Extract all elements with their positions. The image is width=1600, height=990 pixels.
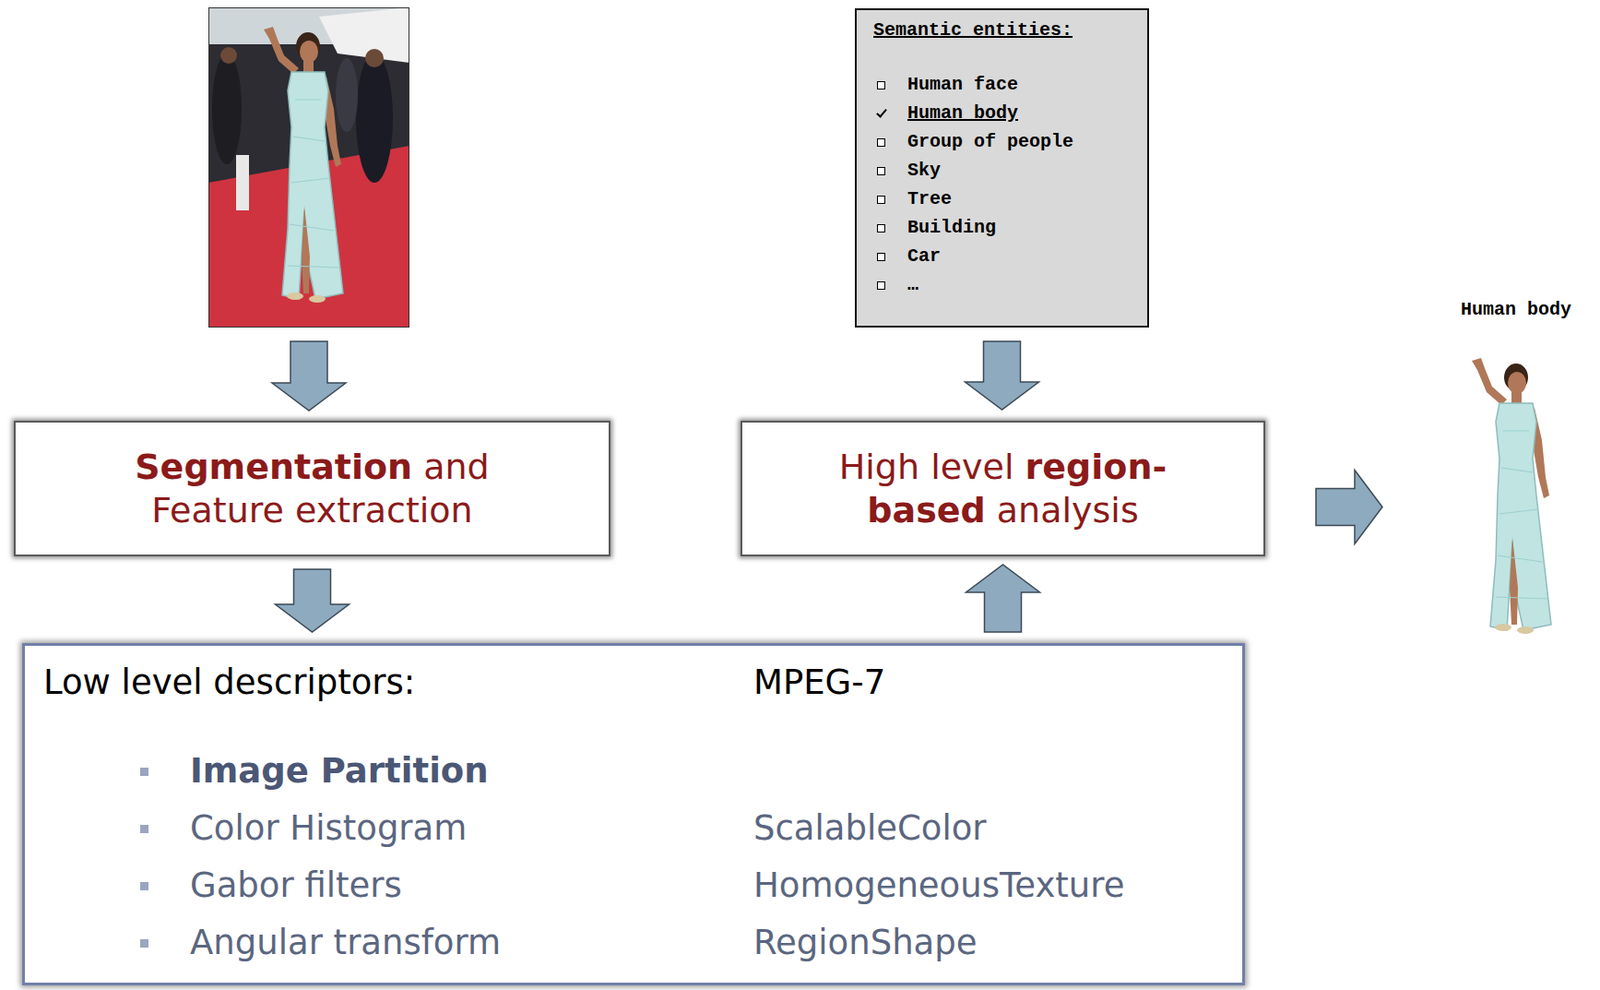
panel-heading: Low level descriptors: [43, 662, 754, 703]
result-label: Human body [1434, 298, 1598, 320]
mpeg7-descriptor: HomogeneousTexture [753, 865, 1224, 906]
mpeg7-descriptor: ScalableColor [753, 807, 1224, 849]
text-run: and [423, 446, 490, 487]
text-run: level [930, 446, 1014, 487]
segmented-figure [1471, 357, 1552, 634]
list-item: Group of people [873, 127, 1138, 156]
list-item: Tree [873, 184, 1138, 214]
text-run: Segmentation [134, 446, 413, 487]
process-box: Segmentation and Feature extraction [13, 420, 611, 557]
block-arrow [275, 568, 350, 632]
process-box: High level region-based analysis [740, 420, 1266, 557]
descriptor-item: Image Partition [43, 750, 754, 792]
descriptor-item: Color Histogram [43, 807, 754, 849]
block-arrow [1315, 470, 1383, 545]
text-run: High [839, 446, 920, 487]
mpeg7-descriptor: RegionShape [753, 922, 1224, 963]
text-run: analysis [996, 489, 1139, 531]
text-run: Feature [151, 489, 285, 531]
list-item: Sky [873, 155, 1138, 185]
photo [208, 7, 410, 328]
list-item: Car [873, 241, 1138, 271]
list-heading: Semantic entities: [873, 15, 1138, 45]
block-arrow [965, 341, 1040, 410]
list-item: Human body [873, 98, 1138, 128]
block-arrow [272, 341, 346, 411]
list-item: Building [873, 213, 1138, 242]
list-item: … [873, 270, 1138, 299]
entity-list-box: Semantic entities: Human faceHuman bodyGr… [854, 8, 1150, 328]
descriptor-panel: Low level descriptors:MPEG-7Image Partit… [22, 642, 1245, 985]
block-arrow [966, 564, 1041, 632]
text-run: extraction [295, 489, 474, 531]
result-figure: Human body [1434, 293, 1598, 646]
process-label: High level region-based analysis [786, 445, 1221, 532]
standard-name: MPEG-7 [753, 662, 1224, 703]
list-item: Human face [873, 70, 1138, 99]
descriptor-item: Angular transform [43, 922, 754, 963]
process-label: Segmentation and Feature extraction [95, 445, 530, 532]
descriptor-item: Gabor filters [43, 865, 754, 906]
